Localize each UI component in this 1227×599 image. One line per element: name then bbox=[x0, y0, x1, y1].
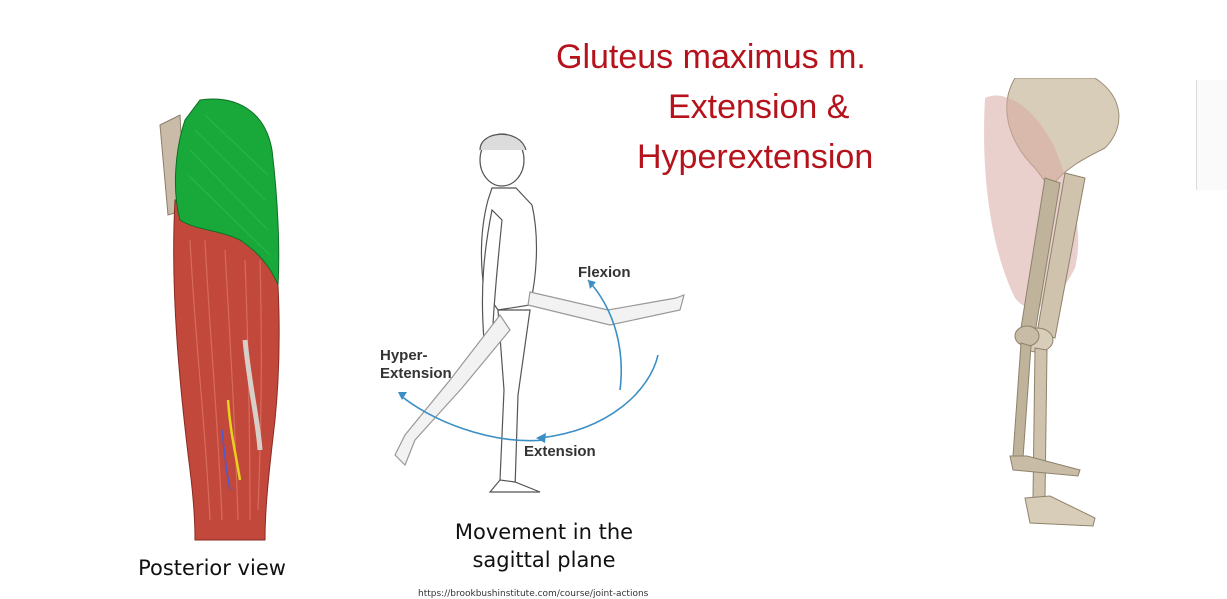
sagittal-movement-figure: Flexion Hyper- Extension Extension bbox=[380, 133, 685, 493]
muscle-striations bbox=[189, 239, 262, 521]
hyperextension-arrowhead bbox=[398, 392, 407, 400]
figure-leg-flexion bbox=[527, 291, 685, 326]
tibia-left bbox=[1012, 342, 1032, 459]
label-extension: Extension bbox=[524, 443, 596, 460]
title-line-2: Extension & bbox=[668, 88, 850, 126]
skeleton-leg-render bbox=[984, 78, 1120, 527]
title-line-3: Hyperextension bbox=[637, 138, 874, 176]
source-link[interactable]: https://brookbushinstitute.com/course/jo… bbox=[418, 589, 649, 599]
label-hyper-1: Hyper- bbox=[380, 347, 428, 364]
foot-left bbox=[1009, 455, 1081, 477]
title-line-1: Gluteus maximus m. bbox=[556, 38, 866, 76]
foot-right bbox=[1024, 495, 1096, 527]
vessel bbox=[221, 429, 231, 491]
flexion-arrowhead bbox=[588, 280, 596, 289]
tibia-right bbox=[1032, 347, 1048, 499]
label-hyper-2: Extension bbox=[380, 365, 452, 382]
figure-leg-hyperextension bbox=[394, 313, 511, 467]
partial-window-edge bbox=[1196, 80, 1227, 190]
extension-arrowhead bbox=[536, 433, 546, 443]
sagittal-caption-line-1: Movement in the bbox=[454, 520, 634, 544]
posterior-view-caption: Posterior view bbox=[138, 556, 286, 580]
sciatic-nerve bbox=[226, 399, 242, 481]
label-flexion: Flexion bbox=[578, 264, 631, 281]
extension-arrow bbox=[539, 354, 659, 439]
sagittal-caption: Movement in the sagittal plane bbox=[420, 518, 668, 574]
hyperextension-arrow bbox=[399, 394, 546, 442]
femur-right bbox=[1036, 172, 1086, 339]
slide-title: Gluteus maximus m. Extension & Hyperexte… bbox=[520, 32, 940, 182]
posterior-thigh-illustration bbox=[159, 98, 280, 541]
standing-figure bbox=[394, 133, 685, 493]
tendon bbox=[242, 339, 263, 451]
knee-left bbox=[1014, 325, 1040, 347]
sagittal-caption-line-2: sagittal plane bbox=[472, 548, 616, 572]
hamstring-muscles bbox=[173, 199, 280, 541]
flexion-arrow bbox=[587, 279, 623, 391]
movement-arrows bbox=[399, 279, 659, 442]
